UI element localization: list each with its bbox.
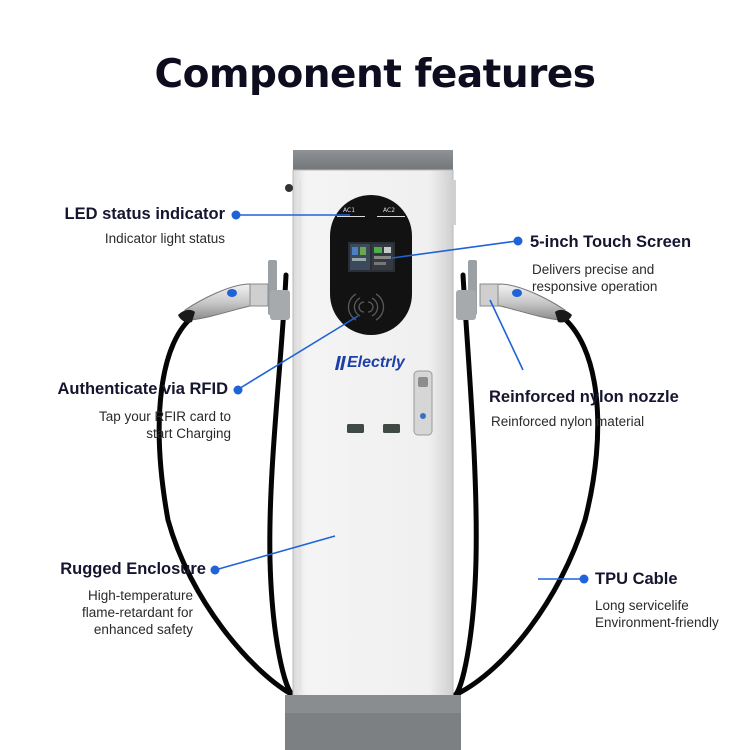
slot-right <box>383 424 400 433</box>
label-rugged-enclosure: Rugged Enclosure <box>60 560 206 578</box>
callout-dot-screen <box>513 236 523 246</box>
page-title: Component features <box>154 52 596 97</box>
brand-name: Electrly <box>347 354 405 371</box>
label-led-status-indicator: LED status indicator <box>64 205 225 223</box>
slot-left <box>347 424 364 433</box>
callout-dot-cable <box>579 574 589 584</box>
callout-dot-led <box>231 210 241 220</box>
callout-dot-enclosure <box>210 565 220 575</box>
desc-rugged-enclosure: High-temperature flame-retardant for enh… <box>81 588 193 637</box>
callout-lines <box>214 214 583 580</box>
touch-screen-graphic <box>348 242 395 272</box>
charger-cap-top <box>293 150 453 172</box>
label-touch-screen: 5-inch Touch Screen <box>530 233 692 251</box>
door-handle <box>413 370 433 436</box>
label-nylon-nozzle: Reinforced nylon nozzle <box>489 388 679 406</box>
label-tpu-cable: TPU Cable <box>595 570 678 588</box>
charger-base <box>285 695 461 713</box>
callout-dot-rfid <box>233 385 243 395</box>
nozzle-left <box>178 283 269 323</box>
desc-led-status-indicator: Indicator light status <box>104 231 225 246</box>
label-rfid: Authenticate via RFID <box>57 380 228 398</box>
desc-touch-screen: Delivers precise and responsive operatio… <box>532 262 658 294</box>
left-cable <box>156 272 296 698</box>
port-label-ac1: AC1 <box>343 207 356 214</box>
port-label-ac2: AC2 <box>383 207 396 214</box>
nozzle-right <box>479 283 572 323</box>
desc-nylon-nozzle: Reinforced nylon material <box>491 414 645 429</box>
right-cable <box>452 272 601 698</box>
brand-logo-mark <box>335 356 346 370</box>
desc-tpu-cable: Long servicelife Environment-friendly <box>595 598 719 630</box>
desc-rfid: Tap your RFIR card to start Charging <box>98 409 231 441</box>
callout-dots <box>210 210 589 584</box>
